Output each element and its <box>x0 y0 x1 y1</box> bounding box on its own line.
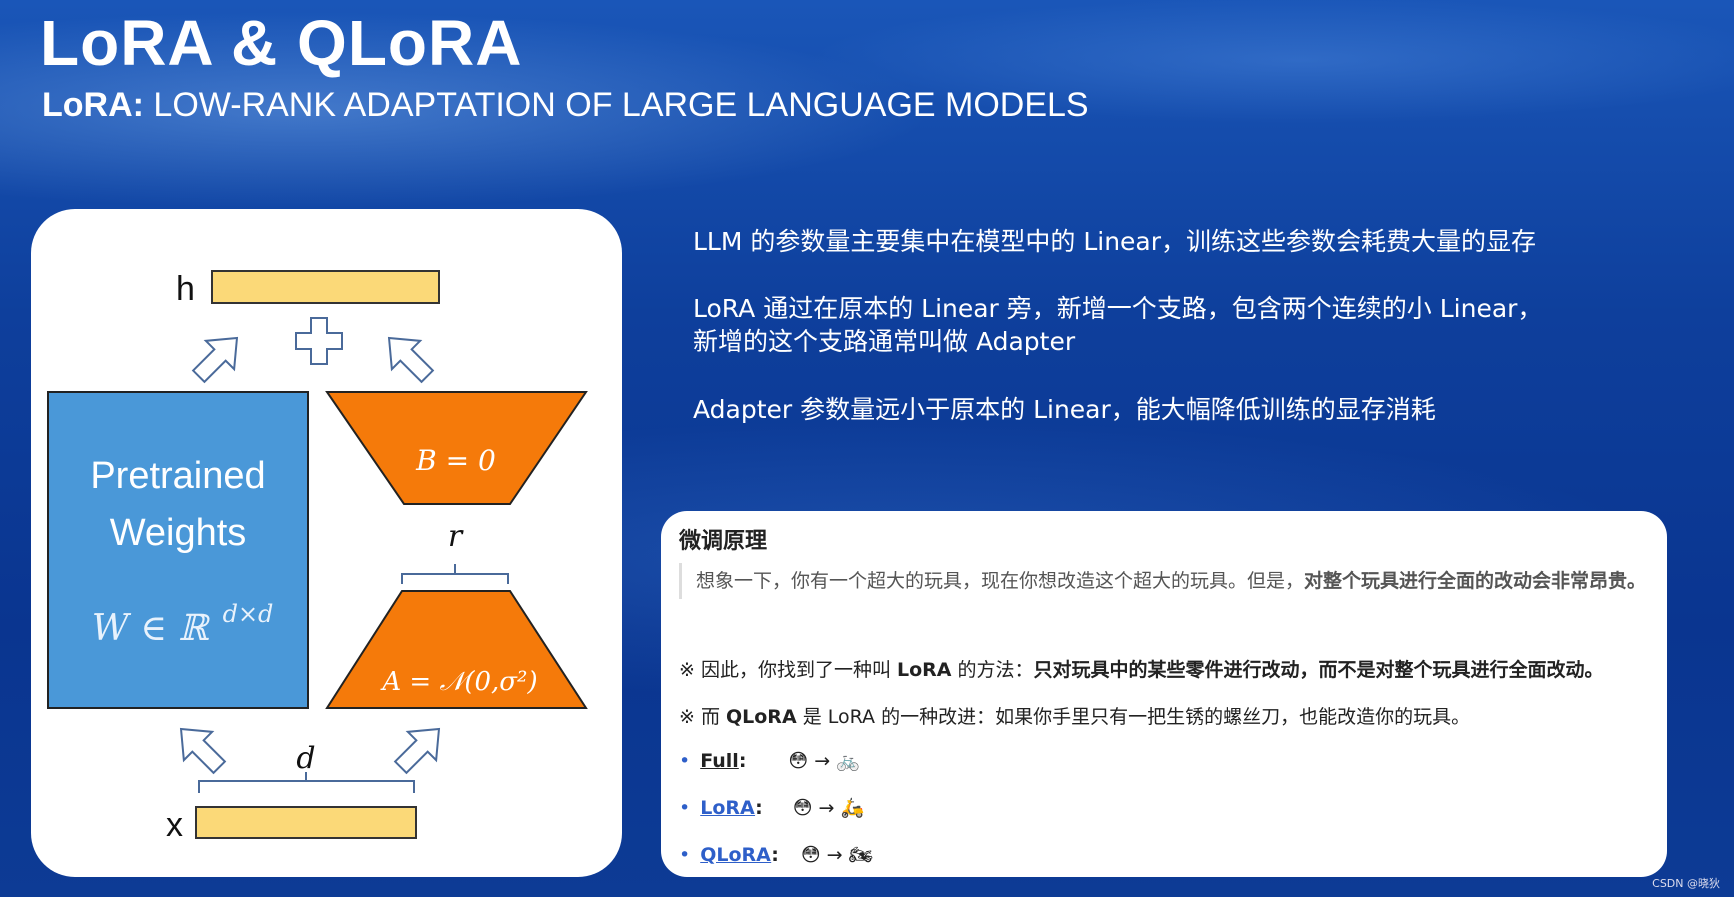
matrix-b-trapezoid <box>325 391 588 505</box>
line2-prefix: ※ 而 <box>679 706 726 728</box>
line1-mid: 的方法： <box>951 659 1034 681</box>
r-brace <box>401 564 509 584</box>
d-brace <box>198 772 415 793</box>
lora-diagram: h Pretrained Weights W ∈ ℝ d×d B = 0 r A… <box>47 270 588 844</box>
point-3: Adapter 参数量远小于原本的 Linear，能大幅降低训练的显存消耗 <box>693 395 1436 424</box>
note-line-qlora: ※ 而 QLoRA 是 LoRA 的一种改进：如果你手里只有一把生锈的螺丝刀，也… <box>679 702 1470 729</box>
x-label: x <box>166 806 183 844</box>
lora-link[interactable]: LoRA <box>700 797 756 819</box>
plus-icon <box>295 317 343 365</box>
arrow-up-right-icon <box>191 336 239 384</box>
list-item-full: •Full:😳 → 🚲 <box>679 750 860 772</box>
h-output-bar <box>211 270 440 304</box>
line1-term: LoRA <box>897 659 952 681</box>
finetune-principle-card: 微调原理 想象一下，你有一个超大的玩具，现在你想改造这个超大的玩具。但是，对整个… <box>661 511 1667 877</box>
note-quote: 想象一下，你有一个超大的玩具，现在你想改造这个超大的玩具。但是，对整个玩具进行全… <box>679 563 1656 599</box>
list-item-lora: •LoRA:😳 → 🛵 <box>679 797 865 819</box>
bullet-icon: • <box>679 844 691 866</box>
bullet-icon: • <box>679 797 691 819</box>
w-formula: W ∈ ℝ <box>92 608 211 649</box>
r-label: r <box>448 519 464 554</box>
arrow-up-left-icon <box>387 336 435 384</box>
a-label: A = 𝒩(0,σ²) <box>380 667 537 697</box>
x-input-bar <box>195 806 417 839</box>
subtitle-bold: LoRA: <box>42 86 144 124</box>
pretrained-label-1: Pretrained <box>90 455 265 497</box>
line2-term: QLoRA <box>726 706 797 728</box>
d-label: d <box>296 741 315 776</box>
watermark: CSDN @晓狄 <box>1652 877 1720 890</box>
slide-subtitle: LoRA: LOW-RANK ADAPTATION OF LARGE LANGU… <box>42 86 1089 125</box>
point-2b: 新增的这个支路通常叫做 Adapter <box>693 327 1076 356</box>
full-label: Full <box>700 750 739 772</box>
arrow-up-left-icon <box>179 727 227 775</box>
pretrained-weights-box <box>47 391 309 709</box>
point-1: LLM 的参数量主要集中在模型中的 Linear，训练这些参数会耗费大量的显存 <box>693 227 1537 256</box>
qlora-link[interactable]: QLoRA <box>700 844 772 866</box>
subtitle-rest: LOW-RANK ADAPTATION OF LARGE LANGUAGE MO… <box>143 86 1089 124</box>
arrow-up-right-icon <box>393 727 441 775</box>
slide-title: LoRA & QLoRA <box>40 7 523 79</box>
w-formula-sup: d×d <box>223 600 274 628</box>
point-2a: LoRA 通过在原本的 Linear 旁，新增一个支路，包含两个连续的小 Lin… <box>693 294 1543 323</box>
line1-prefix: ※ 因此，你找到了一种叫 <box>679 659 897 681</box>
lora-emoji: 😳 → 🛵 <box>792 797 865 819</box>
matrix-a-trapezoid <box>325 590 588 709</box>
full-emoji: 😳 → 🚲 <box>788 750 860 772</box>
line1-bold: 只对玩具中的某些零件进行改动，而不是对整个玩具进行全面改动。 <box>1033 659 1604 681</box>
note-line-lora: ※ 因此，你找到了一种叫 LoRA 的方法：只对玩具中的某些零件进行改动，而不是… <box>679 655 1604 682</box>
qlora-emoji: 😳 → 🏍 <box>800 844 873 866</box>
b-label: B = 0 <box>415 444 496 477</box>
bullet-icon: • <box>679 750 691 772</box>
quote-bold: 对整个玩具进行全面的改动会非常昂贵。 <box>1304 570 1647 592</box>
note-title: 微调原理 <box>679 529 768 554</box>
line2-rest: 是 LoRA 的一种改进：如果你手里只有一把生锈的螺丝刀，也能改造你的玩具。 <box>796 706 1471 728</box>
pretrained-label-2: Weights <box>110 512 247 554</box>
list-item-qlora: •QLoRA:😳 → 🏍 <box>679 844 873 866</box>
quote-plain: 想象一下，你有一个超大的玩具，现在你想改造这个超大的玩具。但是， <box>696 570 1305 592</box>
lora-diagram-card: h Pretrained Weights W ∈ ℝ d×d B = 0 r A… <box>31 209 622 877</box>
h-label: h <box>176 270 195 308</box>
